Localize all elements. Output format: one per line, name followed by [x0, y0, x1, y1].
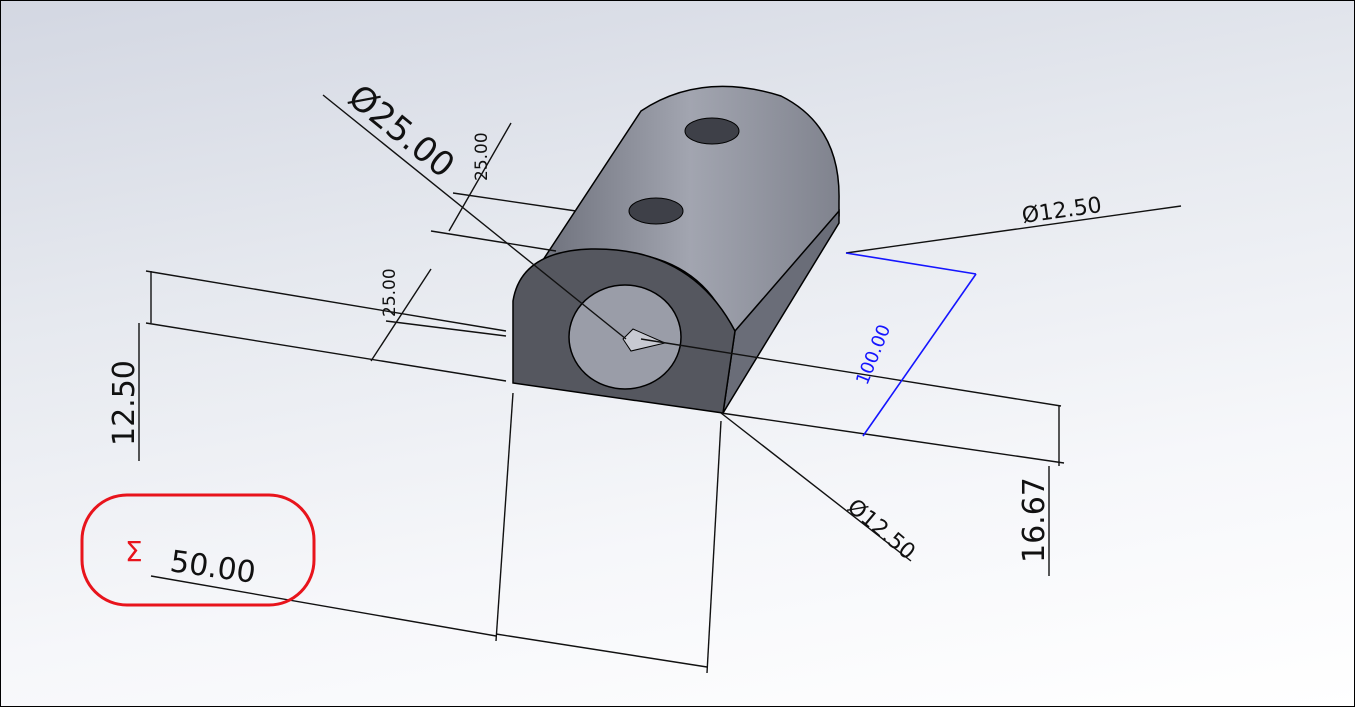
sum-highlight: Σ [80, 493, 316, 607]
dim-25-top[interactable]: 25.00 [472, 132, 492, 181]
part-model[interactable] [512, 85, 840, 414]
dim-height-12[interactable]: 12.50 [107, 360, 142, 446]
selected-dimension-100[interactable] [845, 252, 977, 437]
dim-dia-12-bottom[interactable]: Ø12.50 [842, 494, 920, 565]
top-hole-2[interactable] [628, 197, 684, 225]
top-hole-1[interactable] [684, 117, 740, 145]
dim-dia-25[interactable]: Ø25.00 [340, 77, 462, 186]
dim-width-50[interactable]: 50.00 [168, 544, 258, 591]
dim-25-mid[interactable]: 25.00 [380, 268, 400, 317]
dim-height-16[interactable]: 16.67 [1017, 477, 1052, 563]
dimension-lines [138, 94, 1182, 674]
dim-dia-12-right[interactable]: Ø12.50 [1020, 193, 1103, 229]
sigma-icon: Σ [125, 535, 143, 568]
